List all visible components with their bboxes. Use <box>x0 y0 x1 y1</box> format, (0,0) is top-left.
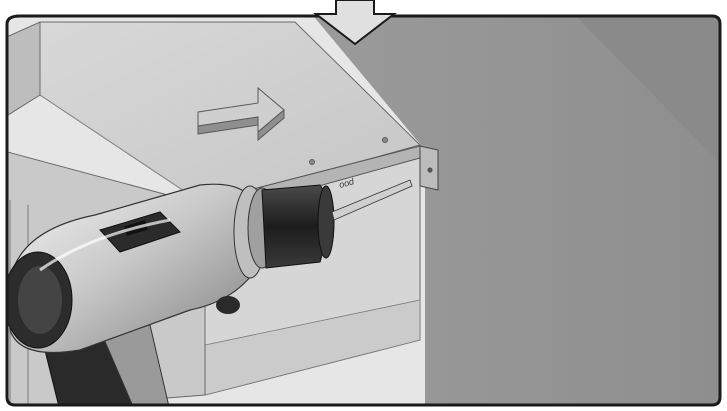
top-edge-line <box>39 94 206 206</box>
insert-down-arrow-icon <box>313 0 397 46</box>
wall-shadow-stripe <box>560 16 720 170</box>
top-screw <box>381 136 388 143</box>
edge-label: ood <box>338 176 356 190</box>
frame-border <box>5 14 722 407</box>
push-right-arrow-icon <box>197 86 285 142</box>
bracket-screw-hole <box>427 167 433 173</box>
cabinet-upright <box>7 21 41 121</box>
cordless-drill-icon <box>7 179 413 405</box>
top-screw <box>308 158 315 165</box>
